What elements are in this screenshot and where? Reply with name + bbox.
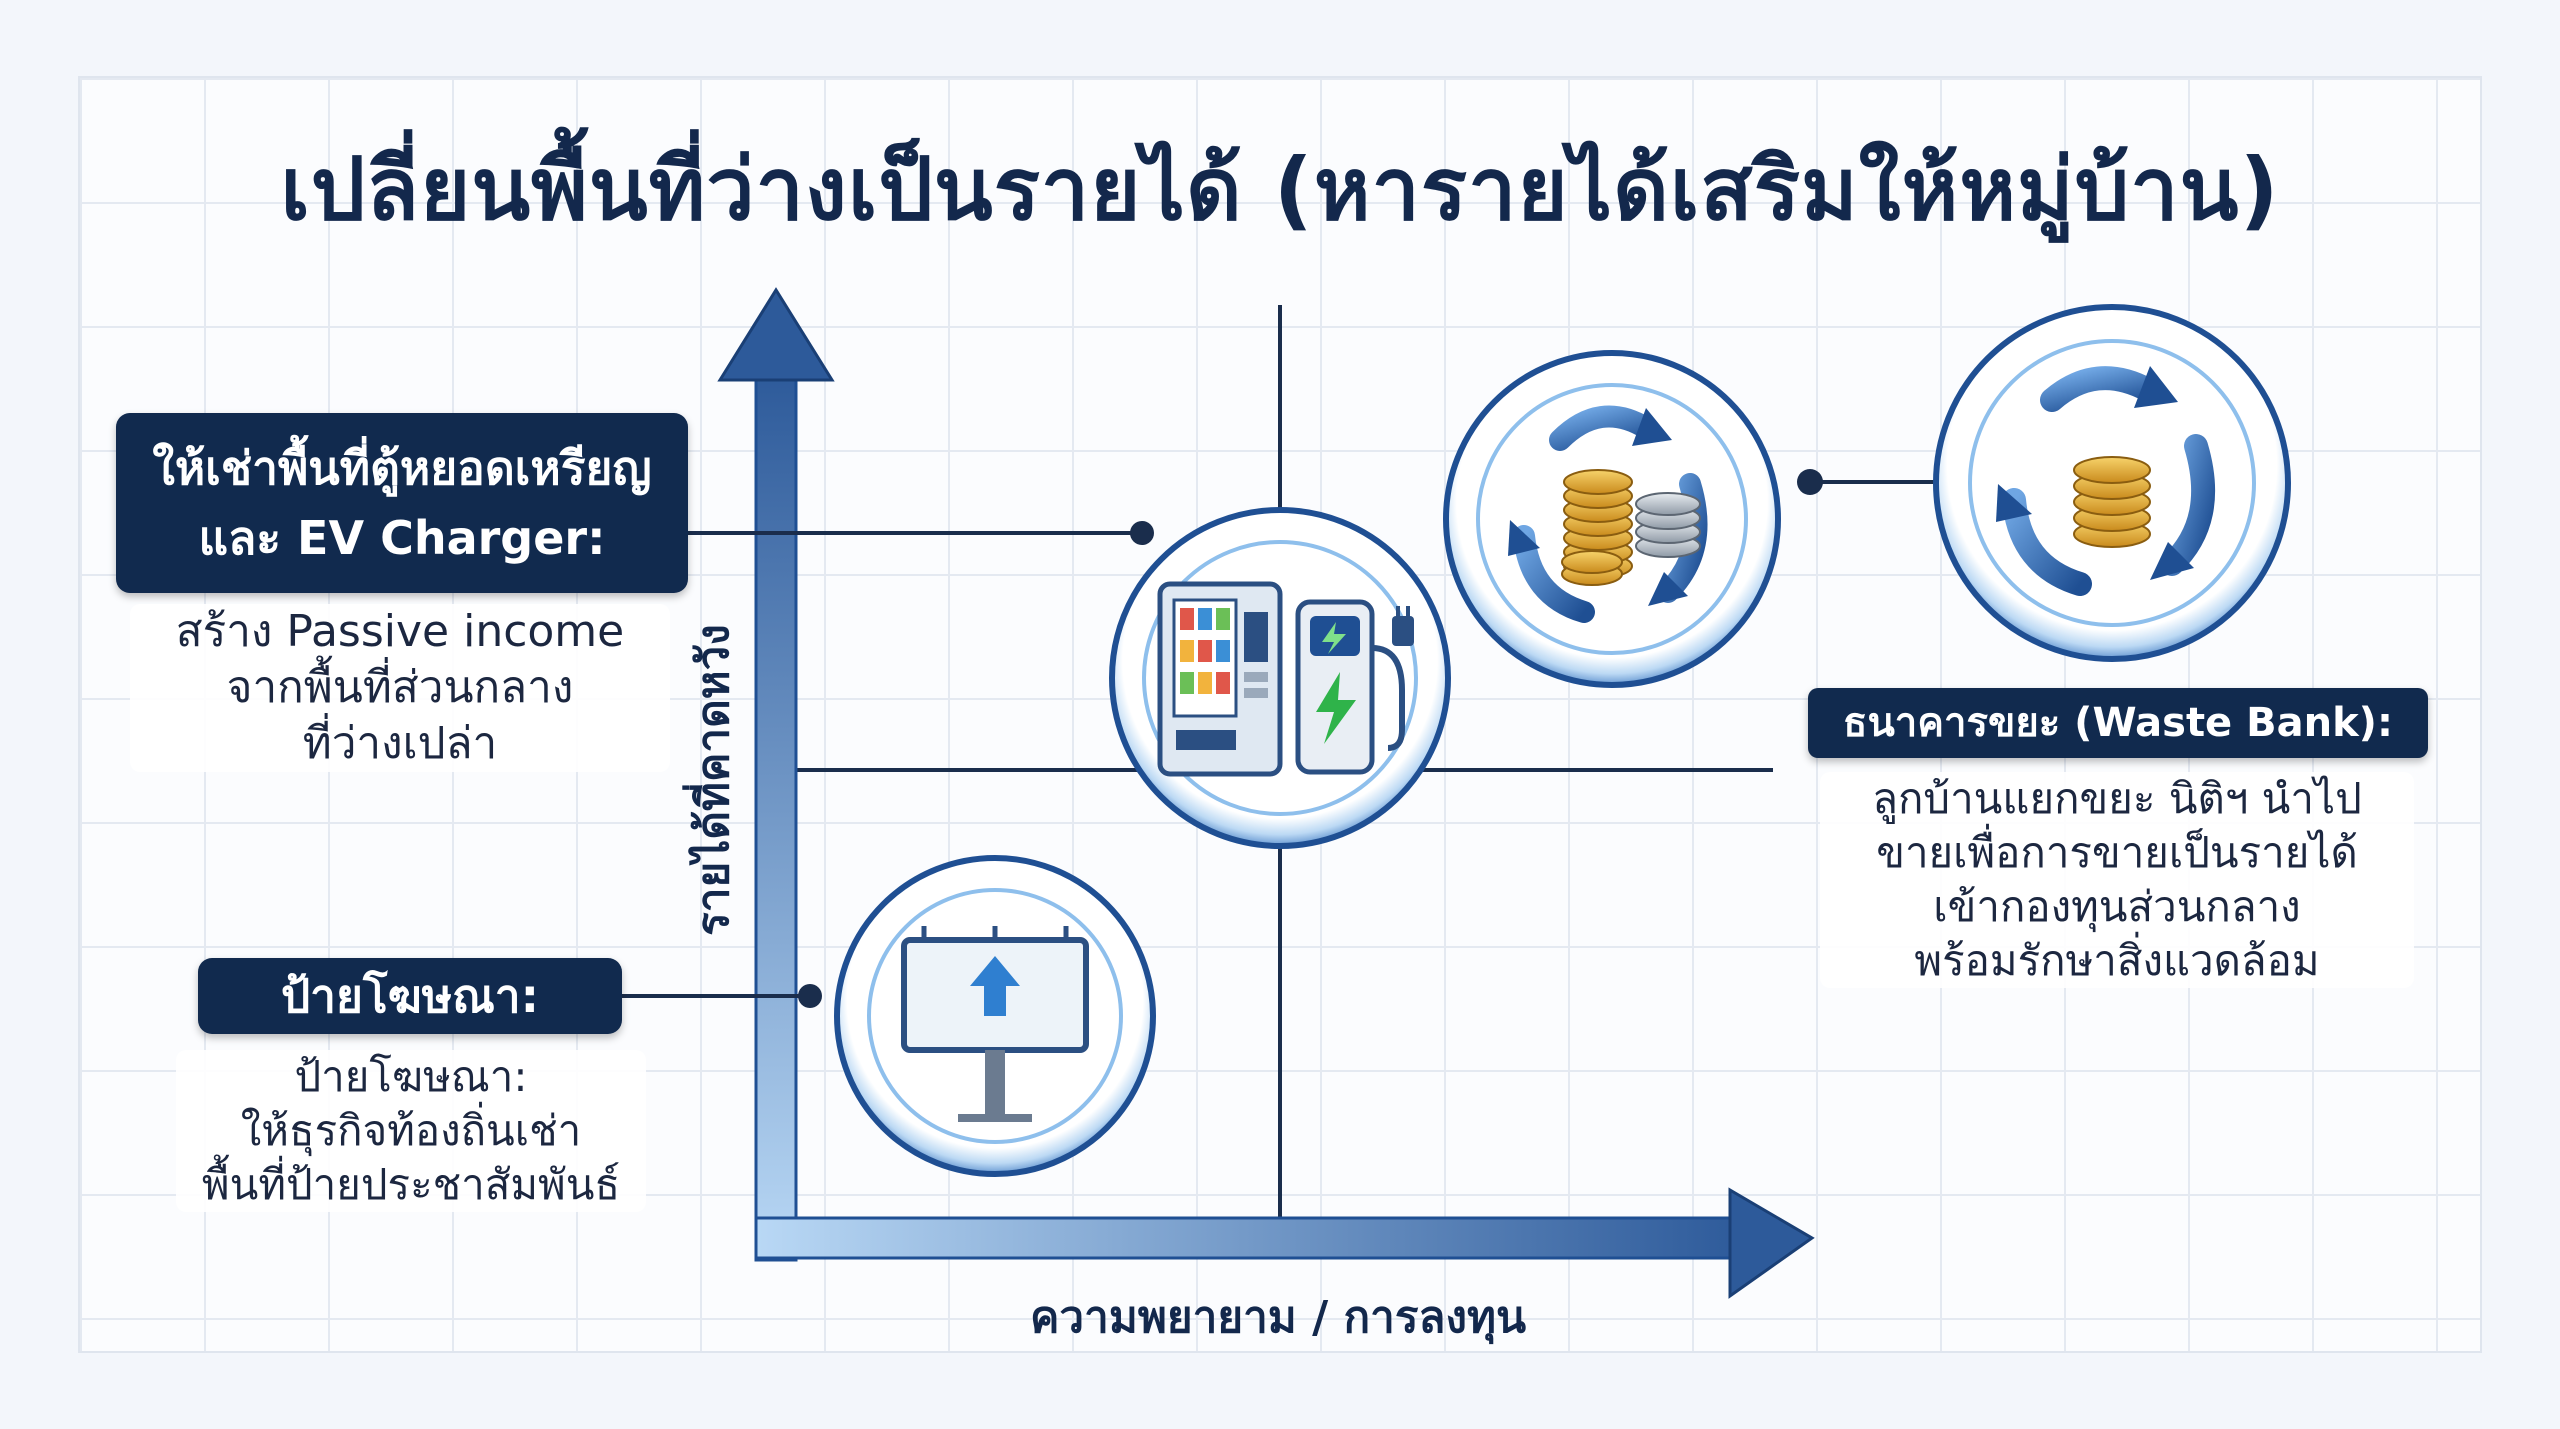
billboard-circle <box>834 855 1156 1177</box>
connector-vending-ev <box>688 521 1154 545</box>
recycle-coins-circle-2 <box>1933 304 2291 662</box>
vending-ev-description-line-3: ที่ว่างเปล่า <box>302 718 498 769</box>
waste-bank-description-line-1: ลูกบ้านแยกขยะ นิติฯ นำไป <box>1872 774 2362 823</box>
billboard-icon <box>901 926 1089 1122</box>
y-axis-label: รายได้ที่คาดหวัง <box>682 624 739 936</box>
vending-ev-heading-line-1: ให้เช่าพื้นที่ตู้หยอดเหรียญ <box>152 441 652 495</box>
page-title: เปลี่ยนพื้นที่ว่างเป็นรายได้ (หารายได้เส… <box>280 140 2280 240</box>
vending-ev-heading: ให้เช่าพื้นที่ตู้หยอดเหรียญ และ EV Charg… <box>116 413 688 593</box>
recycle-coins-circle-1 <box>1443 350 1781 688</box>
x-axis-arrow <box>754 1187 1815 1299</box>
connector-waste-bank <box>1797 469 1940 495</box>
coin-stack-gold-icon <box>2073 456 2151 548</box>
waste-bank-description-line-2: ขายเพื่อการขายเป็นรายได้ <box>1876 828 2358 877</box>
billboard-description-line-3: พื้นที่ป้ายประชาสัมพันธ์ <box>201 1160 621 1209</box>
vending-machine-icon <box>1157 581 1283 777</box>
billboard-description-line-2: ให้ธุรกิจท้องถิ่นเช่า <box>240 1106 582 1155</box>
waste-bank-heading: ธนาคารขยะ (Waste Bank): <box>1808 688 2428 758</box>
y-axis-arrow <box>717 287 835 1262</box>
connector-billboard <box>622 984 822 1008</box>
waste-bank-description-line-3: เข้ากองทุนส่วนกลาง <box>1933 882 2301 931</box>
billboard-description-line-1: ป้ายโฆษณา: <box>294 1052 528 1101</box>
vending-ev-circle <box>1109 507 1451 849</box>
coin-stack-silver-icon <box>1635 492 1701 558</box>
billboard-description: ป้ายโฆษณา: ให้ธุรกิจท้องถิ่นเช่า พื้นที่… <box>176 1050 646 1212</box>
vending-ev-heading-line-2: และ EV Charger: <box>198 511 606 565</box>
vending-ev-description-line-2: จากพื้นที่ส่วนกลาง <box>226 662 574 713</box>
coin-stack-gold-small-icon <box>1561 550 1623 586</box>
billboard-heading: ป้ายโฆษณา: <box>198 958 622 1034</box>
x-axis-label: ความพยายาม / การลงทุน <box>1030 1292 1526 1345</box>
waste-bank-description: ลูกบ้านแยกขยะ นิติฯ นำไป ขายเพื่อการขายเ… <box>1820 772 2414 988</box>
vending-ev-description: สร้าง Passive income จากพื้นที่ส่วนกลาง … <box>130 604 670 772</box>
ev-charger-icon <box>1295 599 1414 775</box>
waste-bank-description-line-4: พร้อมรักษาสิ่งแวดล้อม <box>1914 936 2320 985</box>
vending-ev-description-line-1: สร้าง Passive income <box>175 606 625 657</box>
